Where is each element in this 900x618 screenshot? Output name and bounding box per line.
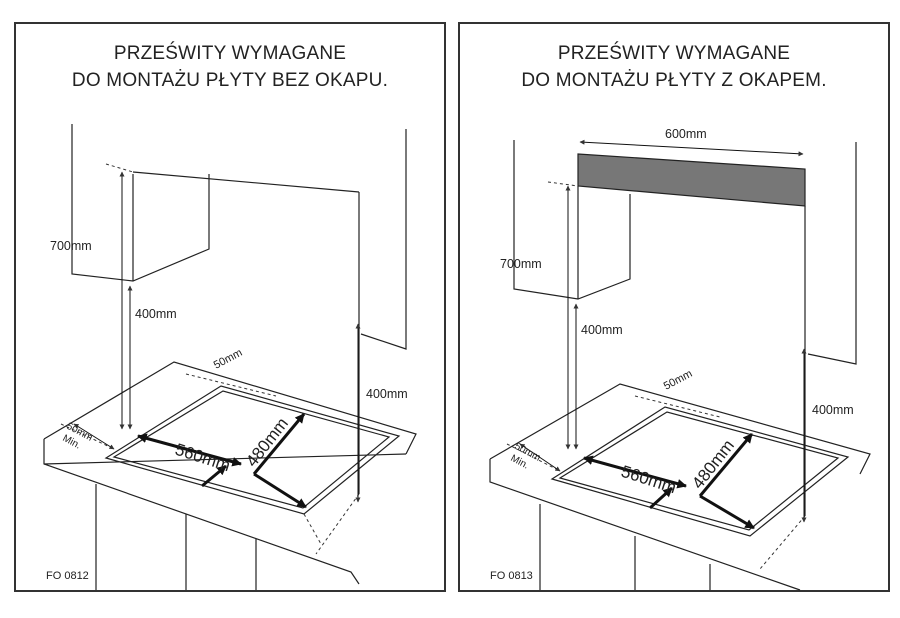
- label-50mm-back: 50mm: [212, 347, 245, 372]
- installation-drawing: 700mm 400mm 400mm 50mm 50mm Min. 560mm 4…: [43, 124, 417, 590]
- label-700mm: 700mm: [50, 239, 92, 253]
- label-600mm: 600mm: [665, 127, 707, 141]
- depth-arrow: [253, 472, 307, 509]
- wall-cabinet-outline: [71, 124, 210, 282]
- diagram-panel-with-hood: PRZEŚWITY WYMAGANE DO MONTAŻU PŁYTY Z OK…: [458, 22, 890, 592]
- label-560mm: 560mm: [619, 462, 679, 498]
- label-50mm-back: 50mm: [662, 368, 695, 393]
- label-400mm-side: 400mm: [812, 403, 854, 417]
- installation-drawing: 600mm 700mm 400mm 400mm 50mm 50mm Min. 5…: [489, 127, 871, 591]
- cooker-hood: [577, 153, 806, 207]
- upper-clearance-line: [132, 171, 360, 193]
- countertop-top: [489, 383, 871, 475]
- figure-code: FO 0812: [46, 570, 89, 582]
- panel-title: PRZEŚWITY WYMAGANE DO MONTAŻU PŁYTY BEZ …: [16, 40, 444, 94]
- title-line-2: DO MONTAŻU PŁYTY Z OKAPEM.: [521, 70, 827, 91]
- countertop-front: [489, 459, 801, 591]
- label-400mm-wall: 400mm: [581, 323, 623, 337]
- figure-code: FO 0813: [490, 570, 533, 582]
- hob-cutout: [104, 385, 401, 515]
- label-400mm-side: 400mm: [366, 387, 408, 401]
- label-400mm-wall: 400mm: [135, 307, 177, 321]
- title-line-1: PRZEŚWITY WYMAGANE: [557, 43, 791, 64]
- title-line-2: DO MONTAŻU PŁYTY BEZ OKAPU.: [71, 70, 389, 91]
- width-arrow: [137, 433, 242, 467]
- label-480mm: 480mm: [242, 414, 292, 470]
- diagram-panel-no-hood: PRZEŚWITY WYMAGANE DO MONTAŻU PŁYTY BEZ …: [14, 22, 446, 592]
- width-arrow: [583, 455, 687, 489]
- panel-title: PRZEŚWITY WYMAGANE DO MONTAŻU PŁYTY Z OK…: [460, 40, 888, 94]
- right-wall-cabinet: [807, 142, 857, 365]
- countertop-front: [43, 439, 360, 585]
- depth-arrow: [699, 494, 755, 530]
- right-wall-cabinet: [360, 129, 407, 350]
- label-560mm: 560mm: [173, 440, 233, 476]
- label-700mm: 700mm: [500, 257, 542, 271]
- title-line-1: PRZEŚWITY WYMAGANE: [113, 43, 347, 64]
- countertop-top: [43, 361, 417, 455]
- label-480mm: 480mm: [688, 436, 738, 492]
- hob-cutout: [550, 406, 850, 537]
